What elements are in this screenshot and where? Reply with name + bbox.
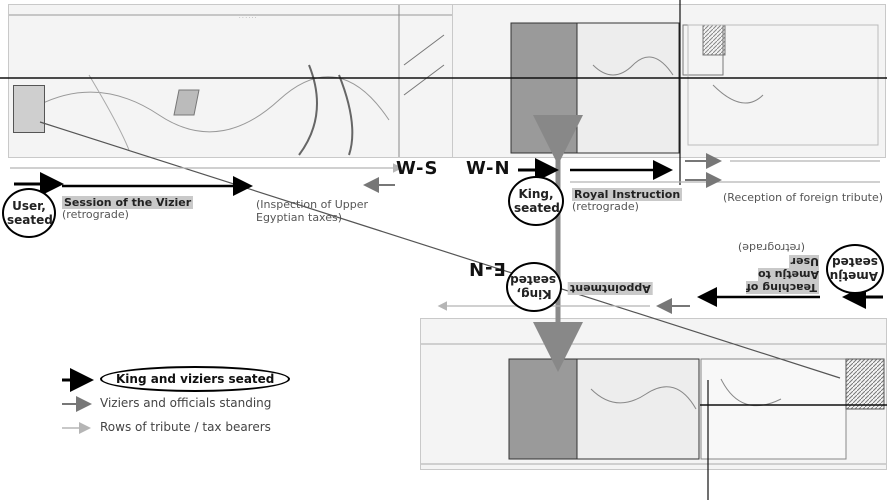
wall-drawing-wn [452,4,886,158]
king-seated-en-circle: King, seated [506,262,562,312]
inspection-label: (Inspection of Upper Egyptian taxes) [256,198,371,224]
royal-instruction-dir: (retrograde) [572,200,639,213]
king-seated-en-label: King, seated [512,273,556,301]
wall-label-ws: W-S [396,158,438,179]
wall-sketch-wn [453,5,885,157]
wall-drawing-ws: · · · · · · [8,4,453,158]
svg-text:· · · · · ·: · · · · · · [239,15,257,21]
teaching-title: Teaching of Ametju to User [746,255,819,294]
legend-tribute-rows: Rows of tribute / tax bearers [90,420,271,434]
teaching-label: Teaching of Ametju to User [724,255,819,294]
wall-drawing-en [420,318,887,470]
wall-sketch-en [421,319,886,469]
wall-label-wn: W-N [466,158,511,179]
ws-start-box [13,85,45,133]
appointment-title: Appointment [568,282,653,295]
king-seated-circle: King, seated [508,176,564,226]
king-seated-label: King, seated [514,187,558,215]
wall-sketch-ws: · · · · · · [9,5,452,157]
legend-viziers-officials: Viziers and officials standing [90,396,271,410]
legend-king-viziers-label: King and viziers seated [100,366,290,392]
ametju-seated-circle: Ametju seated [826,244,884,294]
user-seated-circle: User, seated [2,188,56,238]
reception-label: (Reception of foreign tribute) [723,191,883,204]
teaching-dir: (retrograde) [738,241,805,254]
vizier-session-dir: (retrograde) [62,208,129,221]
legend-tribute-rows-label: Rows of tribute / tax bearers [100,420,271,434]
wall-label-en: E-N [468,258,506,279]
user-seated-label: User, seated [7,199,51,227]
legend-king-viziers: King and viziers seated [90,366,290,392]
ametju-seated-label: Ametju seated [832,255,878,283]
legend-viziers-officials-label: Viziers and officials standing [100,396,271,410]
appointment-label: Appointment [568,282,653,295]
